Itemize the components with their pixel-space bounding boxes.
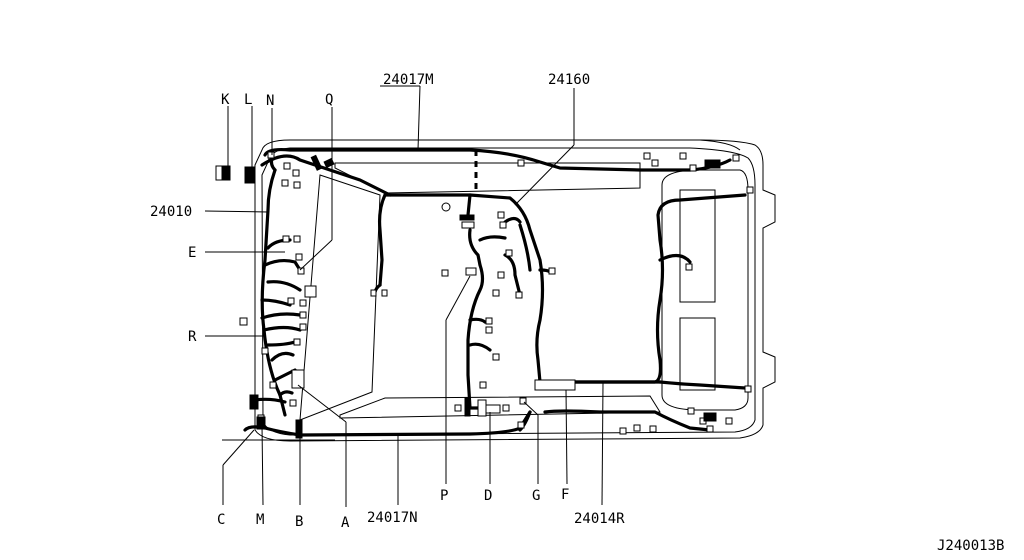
wire-harness (243, 147, 747, 437)
label-c: C (217, 512, 225, 528)
label-24014r: 24014R (574, 511, 625, 527)
connectors (215, 151, 754, 435)
leader-lines (204, 85, 604, 507)
label-24017n: 24017N (367, 510, 418, 526)
callout-labels: K L N Q 24017M 24160 24010 E R C M B A 2… (150, 72, 1004, 554)
label-a: A (341, 515, 350, 531)
label-m: M (256, 512, 264, 528)
label-k: K (221, 92, 230, 108)
connector-blocks (221, 154, 721, 439)
label-l: L (244, 92, 252, 108)
label-24017m: 24017M (383, 72, 434, 88)
label-b: B (295, 514, 303, 530)
label-g: G (532, 488, 540, 504)
label-f: F (561, 487, 569, 503)
label-p: P (440, 488, 448, 504)
label-d: D (484, 488, 492, 504)
label-q: Q (325, 92, 333, 108)
vehicle-body-outline (254, 139, 776, 442)
label-24010: 24010 (150, 204, 192, 220)
diagram-id: J240013B (937, 538, 1004, 554)
label-24160: 24160 (548, 72, 590, 88)
label-e: E (188, 245, 196, 261)
label-r: R (188, 329, 197, 345)
label-n: N (266, 93, 274, 109)
